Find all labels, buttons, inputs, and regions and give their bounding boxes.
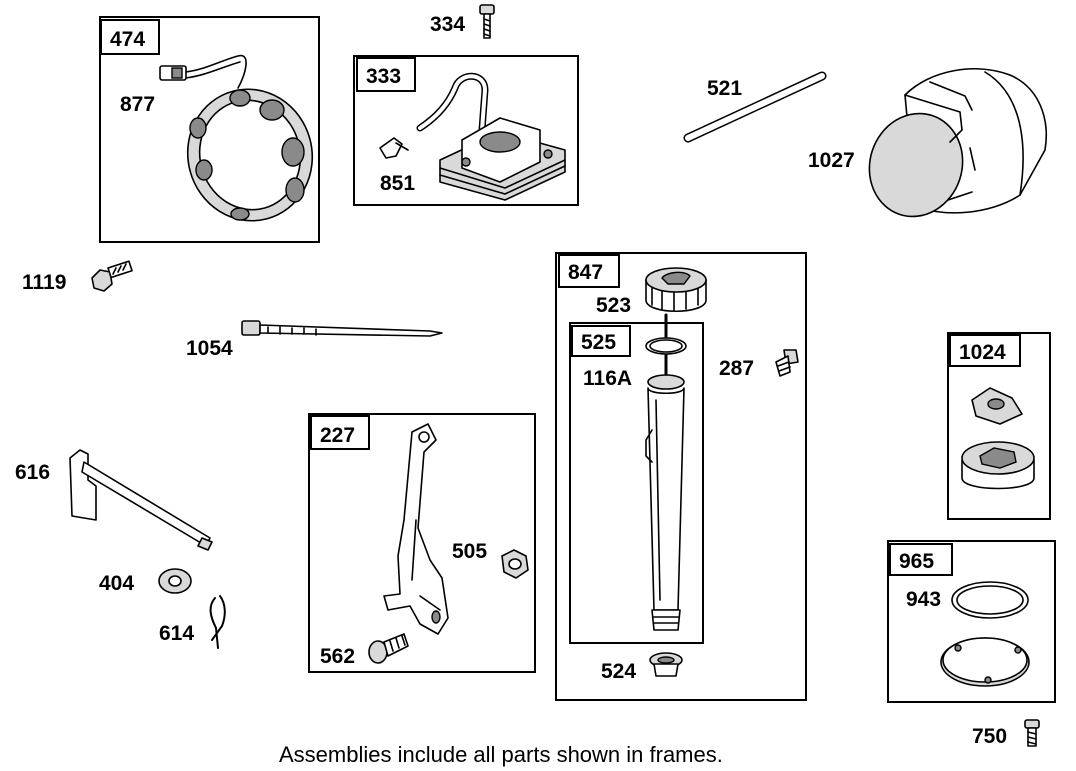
part-label-287: 287: [719, 357, 754, 380]
frame-label-474: 474: [110, 28, 145, 51]
frame-label-333: 333: [366, 65, 401, 88]
assembly-frame-1024: 1024: [947, 332, 1051, 520]
part-label-1054: 1054: [186, 337, 233, 360]
oil-pump-rotor-part: [961, 387, 1035, 490]
grommet-524-part: [649, 652, 683, 677]
bolt-562-part: [368, 633, 409, 664]
screw-334-part: [479, 4, 495, 39]
nut-505-part: [501, 549, 529, 579]
ignition-coil-part: [379, 72, 566, 201]
screw-287-part: [775, 349, 799, 377]
part-label-116a: 116A: [583, 367, 632, 390]
dipstick-cap-523-part: [645, 267, 707, 313]
assembly-frame-847: 847: [555, 252, 807, 701]
part-label-505: 505: [452, 540, 487, 563]
part-label-404: 404: [99, 572, 134, 595]
assembly-frame-227: 227: [308, 413, 536, 673]
dipstick-tube-521-part: [683, 71, 827, 143]
stator-ring-part: [159, 54, 314, 222]
assembly-frame-525: 525: [569, 322, 704, 644]
part-label-616: 616: [15, 461, 50, 484]
frame-label-847: 847: [568, 261, 603, 284]
assembly-frame-474: 474: [99, 16, 320, 243]
bolt-1119-part: [91, 260, 133, 292]
footer-note: Assemblies include all parts shown in fr…: [279, 742, 723, 767]
part-label-523: 523: [596, 294, 631, 317]
part-label-943: 943: [906, 588, 941, 611]
frame-label-525: 525: [581, 331, 616, 354]
gasket-943-part: [951, 581, 1029, 619]
part-label-524: 524: [601, 660, 636, 683]
screw-750-part: [1024, 719, 1040, 747]
part-label-562: 562: [320, 645, 355, 668]
part-label-334: 334: [430, 13, 465, 36]
oil-filter-1027-part: [868, 68, 1047, 218]
frame-label-965: 965: [899, 550, 934, 573]
governor-lever-part: [383, 423, 449, 635]
frame-label-1024: 1024: [959, 341, 1006, 364]
assembly-frame-965: 965: [887, 540, 1056, 703]
part-label-1119: 1119: [22, 271, 66, 294]
hitch-pin-614-part: [209, 595, 226, 649]
part-label-750: 750: [972, 725, 1007, 748]
part-label-1027: 1027: [808, 149, 855, 172]
cable-tie-1054-part: [241, 320, 443, 337]
part-label-851: 851: [380, 172, 415, 195]
part-label-614: 614: [159, 622, 194, 645]
assembly-frame-333: 333: [353, 55, 579, 206]
part-label-877: 877: [120, 93, 155, 116]
cover-plate-part: [940, 637, 1030, 687]
frame-label-227: 227: [320, 424, 355, 447]
washer-404-part: [158, 568, 192, 594]
part-label-521: 521: [707, 77, 742, 100]
dipstick-tube-assembly-part: [645, 313, 687, 631]
governor-shaft-616-part: [69, 449, 213, 551]
